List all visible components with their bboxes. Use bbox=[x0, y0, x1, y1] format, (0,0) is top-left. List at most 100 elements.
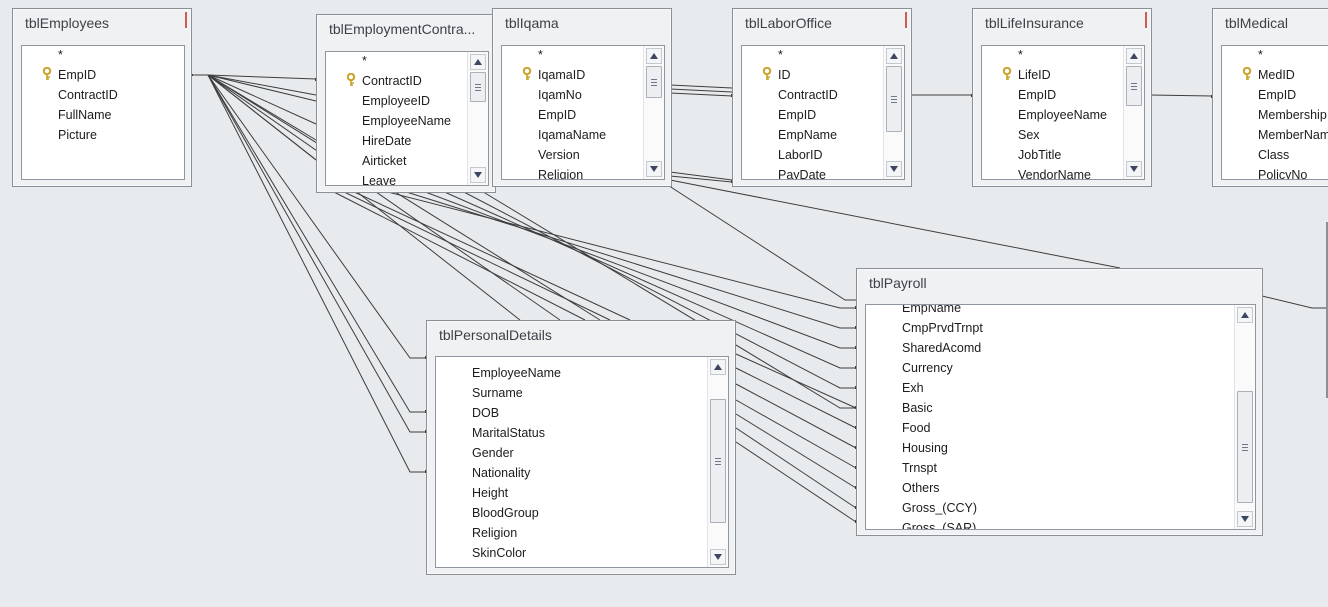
field-item[interactable]: Membership bbox=[1258, 108, 1327, 122]
table-labor-office[interactable]: tblLaborOffice * ID ContractID EmpID Emp… bbox=[732, 8, 912, 187]
field-item[interactable]: Gross_(CCY) bbox=[902, 501, 978, 515]
field-item[interactable]: * bbox=[362, 54, 367, 68]
field-list[interactable]: * ID ContractID EmpID EmpName LaborID Pa… bbox=[741, 45, 905, 180]
field-item[interactable]: Surname bbox=[472, 386, 523, 400]
table-employees[interactable]: tblEmployees * EmpID ContractID FullName… bbox=[12, 8, 192, 187]
table-title[interactable]: tblPersonalDetails bbox=[439, 327, 552, 343]
field-item[interactable]: IqamaName bbox=[538, 128, 607, 142]
field-item[interactable]: Housing bbox=[902, 441, 948, 455]
field-item[interactable]: Currency bbox=[902, 361, 953, 375]
field-item[interactable]: JobTitle bbox=[1018, 148, 1062, 162]
field-item[interactable]: Picture bbox=[58, 128, 97, 142]
field-item[interactable]: Height bbox=[472, 486, 509, 500]
vertical-scrollbar[interactable] bbox=[707, 357, 728, 567]
table-employment-contract[interactable]: tblEmploymentContra... * ContractID Empl… bbox=[316, 14, 496, 193]
scroll-up-arrow-icon[interactable] bbox=[646, 48, 662, 64]
field-item[interactable]: DOB bbox=[472, 406, 500, 420]
field-list[interactable]: * EmpID ContractID FullName Picture bbox=[21, 45, 185, 180]
field-item[interactable]: IqamaID bbox=[538, 68, 586, 82]
scroll-thumb[interactable] bbox=[1126, 66, 1142, 106]
table-life-insurance[interactable]: tblLifeInsurance * LifeID EmpID Employee… bbox=[972, 8, 1152, 187]
field-item[interactable]: Trnspt bbox=[902, 461, 937, 475]
table-iqama[interactable]: tblIqama * IqamaID IqamNo EmpID IqamaNam… bbox=[492, 8, 672, 187]
table-title[interactable]: tblPayroll bbox=[869, 275, 927, 291]
table-title[interactable]: tblLaborOffice bbox=[745, 15, 832, 31]
field-item[interactable]: BloodGroup bbox=[472, 506, 539, 520]
table-payroll[interactable]: tblPayroll EmpName CmpPrvdTrnpt SharedAc… bbox=[856, 268, 1263, 536]
field-item[interactable]: VendorName bbox=[1018, 168, 1091, 180]
field-list[interactable]: * ContractID EmployeeID EmployeeName Hir… bbox=[325, 51, 489, 186]
field-item[interactable]: ContractID bbox=[58, 88, 118, 102]
scroll-down-arrow-icon[interactable] bbox=[470, 167, 486, 183]
scroll-up-arrow-icon[interactable] bbox=[470, 54, 486, 70]
field-item[interactable]: ContractID bbox=[778, 88, 838, 102]
field-item[interactable]: Class bbox=[1258, 148, 1290, 162]
field-item[interactable]: EmployeeName bbox=[472, 366, 561, 380]
scroll-down-arrow-icon[interactable] bbox=[1126, 161, 1142, 177]
scroll-down-arrow-icon[interactable] bbox=[886, 161, 902, 177]
scroll-down-arrow-icon[interactable] bbox=[710, 549, 726, 565]
field-item[interactable]: Exh bbox=[902, 381, 924, 395]
field-item[interactable]: SkinColor bbox=[472, 546, 527, 560]
field-list[interactable]: * MedID EmpID Membership MemberName Clas… bbox=[1221, 45, 1328, 180]
field-list[interactable]: * IqamaID IqamNo EmpID IqamaName Version… bbox=[501, 45, 665, 180]
scroll-thumb[interactable] bbox=[710, 399, 726, 523]
field-item[interactable]: * bbox=[1018, 48, 1023, 62]
table-title[interactable]: tblMedical bbox=[1225, 15, 1289, 31]
field-item[interactable]: Food bbox=[902, 421, 931, 435]
field-item[interactable]: LifeID bbox=[1018, 68, 1051, 82]
field-item[interactable]: PolicyNo bbox=[1258, 168, 1308, 180]
vertical-scrollbar[interactable] bbox=[643, 46, 664, 179]
table-personal-details[interactable]: tblPersonalDetails EmployeeName Surname … bbox=[426, 320, 736, 575]
field-item[interactable]: EmpID bbox=[58, 68, 97, 82]
field-item[interactable]: Others bbox=[902, 481, 940, 495]
field-item[interactable]: Gross_(SAR) bbox=[902, 521, 977, 530]
field-item[interactable]: ContractID bbox=[362, 74, 422, 88]
vertical-scrollbar[interactable] bbox=[467, 52, 488, 185]
field-item[interactable]: Version bbox=[538, 148, 580, 162]
field-item[interactable]: EmpName bbox=[778, 128, 838, 142]
field-item[interactable]: Airticket bbox=[362, 154, 407, 168]
field-item[interactable]: * bbox=[778, 48, 783, 62]
field-item[interactable]: CmpPrvdTrnpt bbox=[902, 321, 983, 335]
field-list[interactable]: * LifeID EmpID EmployeeName Sex JobTitle… bbox=[981, 45, 1145, 180]
vertical-scrollbar[interactable] bbox=[1123, 46, 1144, 179]
field-item[interactable]: SharedAcomd bbox=[902, 341, 982, 355]
field-item[interactable]: IqamNo bbox=[538, 88, 582, 102]
table-title[interactable]: tblLifeInsurance bbox=[985, 15, 1084, 31]
field-item[interactable]: Sex bbox=[1018, 128, 1040, 142]
scroll-thumb[interactable] bbox=[470, 72, 486, 102]
scroll-down-arrow-icon[interactable] bbox=[646, 161, 662, 177]
field-item[interactable]: MemberName bbox=[1258, 128, 1328, 142]
scroll-up-arrow-icon[interactable] bbox=[1126, 48, 1142, 64]
scroll-up-arrow-icon[interactable] bbox=[1237, 307, 1253, 323]
field-item[interactable]: FullName bbox=[58, 108, 112, 122]
field-list[interactable]: EmpName CmpPrvdTrnpt SharedAcomd Currenc… bbox=[865, 304, 1256, 530]
field-item[interactable]: Gender bbox=[472, 446, 514, 460]
field-item[interactable]: Religion bbox=[472, 526, 518, 540]
field-item[interactable]: EmployeeID bbox=[362, 94, 431, 108]
scroll-thumb[interactable] bbox=[1237, 391, 1253, 503]
field-item[interactable]: EmpID bbox=[778, 108, 817, 122]
scroll-down-arrow-icon[interactable] bbox=[1237, 511, 1253, 527]
field-item[interactable]: * bbox=[538, 48, 543, 62]
field-item[interactable]: EmployeeName bbox=[362, 114, 451, 128]
field-item[interactable]: Leave bbox=[362, 174, 397, 186]
scroll-up-arrow-icon[interactable] bbox=[710, 359, 726, 375]
table-title[interactable]: tblEmploymentContra... bbox=[329, 21, 476, 37]
table-title[interactable]: tblIqama bbox=[505, 15, 559, 31]
field-item[interactable]: ID bbox=[778, 68, 791, 82]
field-item[interactable]: Basic bbox=[902, 401, 933, 415]
scroll-thumb[interactable] bbox=[646, 66, 662, 98]
scroll-thumb[interactable] bbox=[886, 66, 902, 132]
table-title[interactable]: tblEmployees bbox=[25, 15, 110, 31]
table-medical[interactable]: tblMedical * MedID EmpID Membership Memb… bbox=[1212, 8, 1328, 187]
field-item[interactable]: EmpID bbox=[1018, 88, 1057, 102]
field-list[interactable]: EmployeeName Surname DOB MaritalStatus G… bbox=[435, 356, 729, 568]
field-item[interactable]: EmpID bbox=[538, 108, 577, 122]
field-item[interactable]: EmployeeName bbox=[1018, 108, 1107, 122]
scroll-up-arrow-icon[interactable] bbox=[886, 48, 902, 64]
field-item[interactable]: EmpName bbox=[902, 304, 962, 315]
field-item[interactable]: EmpID bbox=[1258, 88, 1297, 102]
field-item[interactable]: LaborID bbox=[778, 148, 823, 162]
